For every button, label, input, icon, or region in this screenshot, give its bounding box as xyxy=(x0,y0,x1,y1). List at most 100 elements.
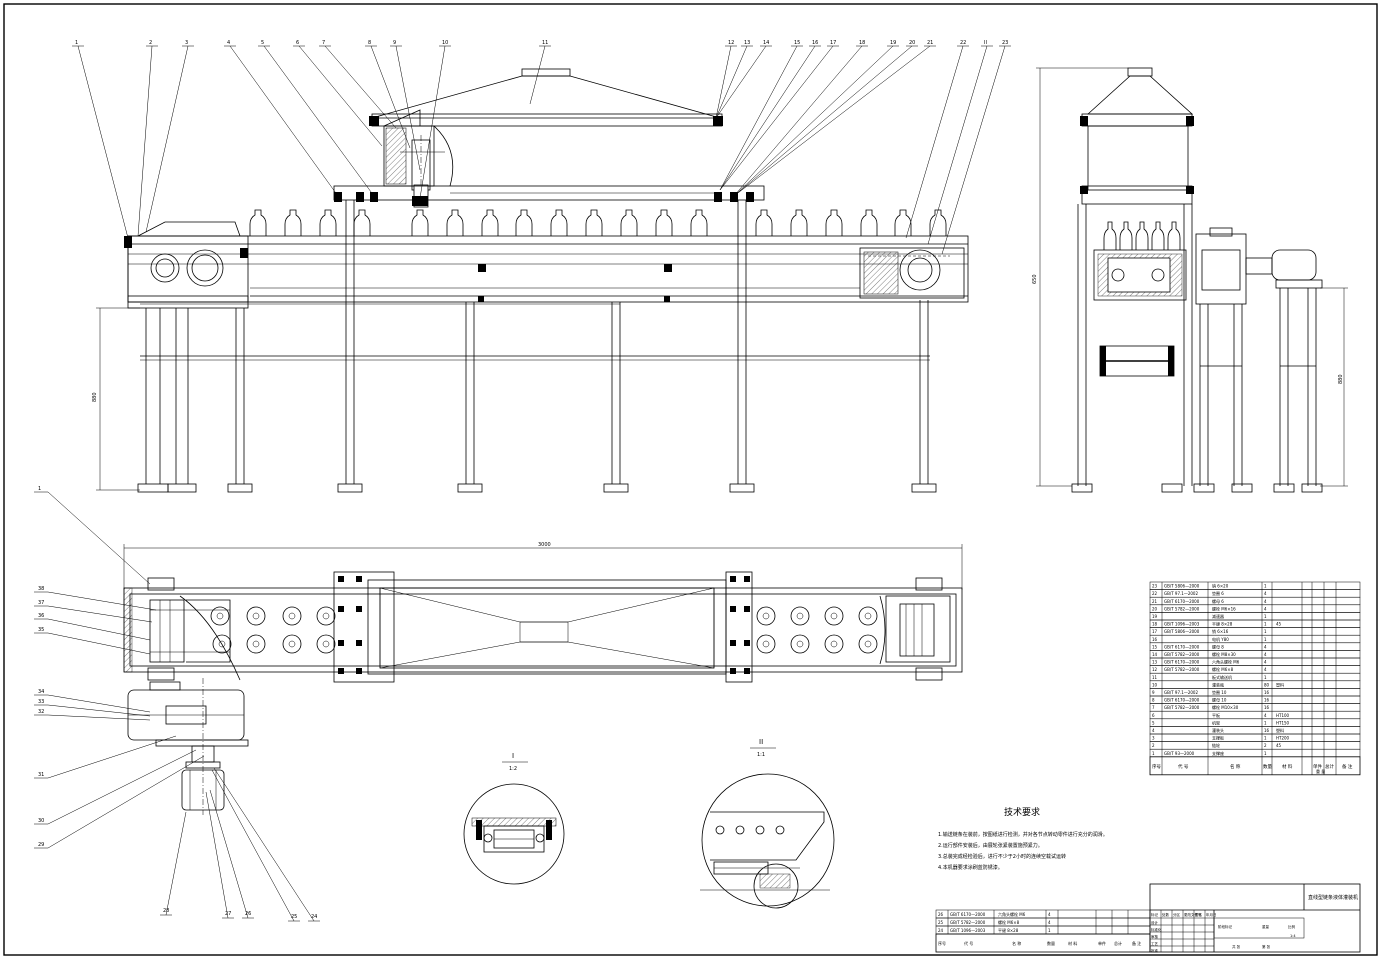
svg-text:24: 24 xyxy=(938,928,944,933)
svg-text:GB/T 5782—2000: GB/T 5782—2000 xyxy=(1164,667,1200,672)
dim-height-side-right: 880 xyxy=(1338,374,1344,384)
balloon-10: 10 xyxy=(419,40,451,199)
bottle xyxy=(585,209,603,236)
svg-text:GB/T 6170—2000: GB/T 6170—2000 xyxy=(950,912,986,917)
bottle xyxy=(620,209,638,236)
balloon-plan-27: 27 xyxy=(205,791,234,919)
svg-text:4: 4 xyxy=(1264,644,1267,649)
svg-text:垫圈 10: 垫圈 10 xyxy=(1212,689,1227,695)
svg-text:销 6×20: 销 6×20 xyxy=(1212,583,1229,589)
svg-text:1: 1 xyxy=(1152,751,1155,756)
svg-text:4: 4 xyxy=(1048,912,1051,917)
svg-text:4: 4 xyxy=(1264,660,1267,665)
bottle-position xyxy=(824,606,844,626)
svg-text:1: 1 xyxy=(1264,736,1267,741)
svg-text:3: 3 xyxy=(185,40,188,46)
balloon-plan-32: 32 xyxy=(34,709,151,721)
svg-text:链轮: 链轮 xyxy=(1212,742,1220,748)
svg-text:II: II xyxy=(759,738,763,746)
svg-text:1: 1 xyxy=(38,486,41,492)
bottle xyxy=(515,209,533,236)
conveyor-frame xyxy=(127,235,969,303)
balloon-2: 2 xyxy=(137,40,158,237)
balloon-plan-25: 25 xyxy=(211,769,300,922)
bottle xyxy=(1167,221,1181,250)
svg-text:单件: 单件 xyxy=(1313,763,1322,770)
bottle-position xyxy=(282,634,302,654)
svg-text:26: 26 xyxy=(938,912,944,917)
balloon-8: 8 xyxy=(365,40,411,149)
balloon-plan-35: 35 xyxy=(34,627,151,655)
svg-text:1:1: 1:1 xyxy=(757,752,765,758)
balloon-plan-24: 24 xyxy=(213,767,320,922)
svg-text:单件: 单件 xyxy=(1098,940,1106,946)
bottle-position xyxy=(210,606,230,626)
svg-text:45: 45 xyxy=(1276,743,1282,748)
svg-text:14: 14 xyxy=(763,40,769,46)
bottle xyxy=(929,209,947,236)
svg-text:备 注: 备 注 xyxy=(1132,940,1141,946)
svg-text:支撑座: 支撑座 xyxy=(1212,750,1224,756)
svg-text:GB/T 97.1—2002: GB/T 97.1—2002 xyxy=(1164,690,1198,695)
bottle-position xyxy=(858,606,878,626)
bottle xyxy=(1103,221,1117,250)
bottle xyxy=(690,209,708,236)
balloon-12: 12 xyxy=(715,40,737,119)
svg-text:27: 27 xyxy=(225,911,231,917)
svg-text:15: 15 xyxy=(1152,644,1158,649)
svg-text:23: 23 xyxy=(1002,40,1008,46)
svg-text:备 注: 备 注 xyxy=(1342,763,1353,770)
svg-text:1: 1 xyxy=(1048,928,1051,933)
svg-text:18: 18 xyxy=(859,40,865,46)
bottle xyxy=(790,209,808,236)
svg-text:序号: 序号 xyxy=(938,940,946,946)
svg-text:22: 22 xyxy=(960,40,966,46)
svg-text:80: 80 xyxy=(1264,682,1270,687)
bottle xyxy=(755,209,773,236)
dim-height-left: 880 xyxy=(92,392,98,402)
svg-text:15: 15 xyxy=(794,40,800,46)
svg-text:4: 4 xyxy=(1264,591,1267,596)
svg-text:38: 38 xyxy=(38,586,44,592)
balloon-7: 7 xyxy=(319,40,397,129)
svg-text:8: 8 xyxy=(368,40,371,46)
svg-text:序号: 序号 xyxy=(1152,763,1161,770)
svg-text:1: 1 xyxy=(1264,629,1267,634)
svg-text:共 张: 共 张 xyxy=(1232,944,1241,949)
svg-text:21: 21 xyxy=(927,40,933,46)
svg-text:HT100: HT100 xyxy=(1276,713,1290,718)
svg-text:塑料: 塑料 xyxy=(1276,681,1284,687)
svg-text:20: 20 xyxy=(1152,606,1158,611)
svg-text:螺母 8: 螺母 8 xyxy=(1212,643,1224,649)
svg-text:20: 20 xyxy=(909,40,915,46)
svg-text:25: 25 xyxy=(291,914,297,920)
svg-text:数量: 数量 xyxy=(1047,940,1055,946)
hood xyxy=(371,75,721,119)
bottle-position xyxy=(824,634,844,654)
svg-text:平键 8×28: 平键 8×28 xyxy=(998,927,1019,933)
svg-text:4: 4 xyxy=(1264,606,1267,611)
svg-text:45: 45 xyxy=(1276,622,1282,627)
svg-text:22: 22 xyxy=(1152,591,1158,596)
svg-text:更改文件号: 更改文件号 xyxy=(1184,912,1202,917)
svg-text:灌装头: 灌装头 xyxy=(1212,727,1224,733)
svg-text:4: 4 xyxy=(1264,652,1267,657)
bottle xyxy=(481,209,499,236)
svg-text:年月日: 年月日 xyxy=(1206,912,1217,917)
bottle-position xyxy=(282,606,302,626)
svg-text:1:4: 1:4 xyxy=(1290,934,1296,938)
tech-title: 技术要求 xyxy=(1004,806,1040,818)
svg-text:5: 5 xyxy=(1152,720,1155,725)
svg-text:处数: 处数 xyxy=(1162,912,1170,917)
svg-text:1: 1 xyxy=(1264,637,1267,642)
